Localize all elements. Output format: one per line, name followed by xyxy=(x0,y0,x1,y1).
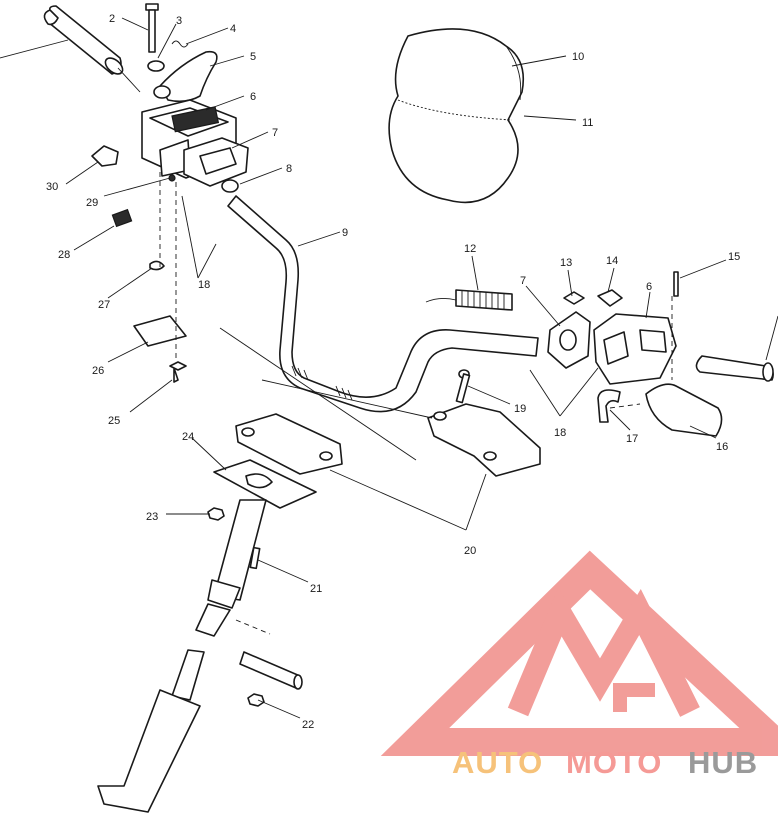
callout-20: 20 xyxy=(464,545,476,557)
throttle-housing-6 xyxy=(593,313,677,385)
callout-6-right: 6 xyxy=(646,281,652,293)
bolt-21 xyxy=(249,546,261,570)
bolt-2 xyxy=(145,3,159,53)
callout-4: 4 xyxy=(230,23,236,35)
nut-23 xyxy=(207,507,225,521)
clamp-16 xyxy=(645,383,723,437)
steering-post xyxy=(97,499,267,813)
bracket-7-left xyxy=(183,137,249,187)
windshield-10 xyxy=(388,28,525,204)
nut-8 xyxy=(221,179,239,193)
callout-8: 8 xyxy=(286,163,292,175)
clip-4 xyxy=(171,40,189,48)
callout-22: 22 xyxy=(302,719,314,731)
watermark-logo xyxy=(380,550,778,756)
bolt-19 xyxy=(455,369,471,404)
callout-18-right: 18 xyxy=(554,427,566,439)
callout-15: 15 xyxy=(728,251,740,263)
callout-27: 27 xyxy=(98,299,110,311)
right-grip xyxy=(695,315,778,382)
washer-3 xyxy=(147,60,165,72)
callout-labels: 2 3 4 5 6 7 8 9 10 11 12 7 13 14 6 15 19… xyxy=(46,13,740,731)
plug-28 xyxy=(111,208,133,228)
clip-13 xyxy=(563,291,585,305)
left-grip xyxy=(0,5,141,93)
callout-26: 26 xyxy=(92,365,104,377)
callout-14: 14 xyxy=(606,255,618,267)
callout-2: 2 xyxy=(109,13,115,25)
callout-9: 9 xyxy=(342,227,348,239)
bolt-25 xyxy=(169,361,187,383)
bracket-7-right xyxy=(547,311,591,369)
callout-16: 16 xyxy=(716,441,728,453)
callout-10: 10 xyxy=(572,51,584,63)
callout-leaders xyxy=(65,17,727,719)
watermark-moto: MOTO xyxy=(566,745,662,780)
grip-12 xyxy=(425,289,513,311)
clip-17 xyxy=(597,389,621,423)
callout-29: 29 xyxy=(86,197,98,209)
callout-17: 17 xyxy=(626,433,638,445)
callout-19: 19 xyxy=(514,403,526,415)
callout-21: 21 xyxy=(310,583,322,595)
callout-24: 24 xyxy=(182,431,194,443)
switch-housing-6 xyxy=(141,99,237,179)
handlebar-9 xyxy=(227,195,539,413)
clip-30 xyxy=(91,145,119,167)
clamp-20-right xyxy=(427,403,541,477)
callout-13: 13 xyxy=(560,257,572,269)
callout-12: 12 xyxy=(464,243,476,255)
assembly-lines xyxy=(159,172,673,635)
clamp-20-upper xyxy=(235,413,343,475)
bracket-26 xyxy=(133,315,187,347)
callout-5: 5 xyxy=(250,51,256,63)
mount-plate-24 xyxy=(213,459,317,509)
spacer-22 xyxy=(239,651,303,707)
watermark-hub: HUB xyxy=(688,745,758,780)
washer-27 xyxy=(149,260,165,271)
callout-7-right: 7 xyxy=(520,275,526,287)
clip-14 xyxy=(597,289,623,307)
callout-11: 11 xyxy=(582,117,593,129)
callout-7: 7 xyxy=(272,127,278,139)
callout-25: 25 xyxy=(108,415,120,427)
callout-3: 3 xyxy=(176,15,182,27)
bolt-15 xyxy=(673,271,679,297)
callout-28: 28 xyxy=(58,249,70,261)
watermark-auto: AUTO xyxy=(452,745,543,780)
callout-6: 6 xyxy=(250,91,256,103)
callout-30: 30 xyxy=(46,181,58,193)
watermark-text: AUTO MOTO HUB xyxy=(452,745,758,780)
callout-23: 23 xyxy=(146,511,158,523)
callout-18-left: 18 xyxy=(198,279,210,291)
